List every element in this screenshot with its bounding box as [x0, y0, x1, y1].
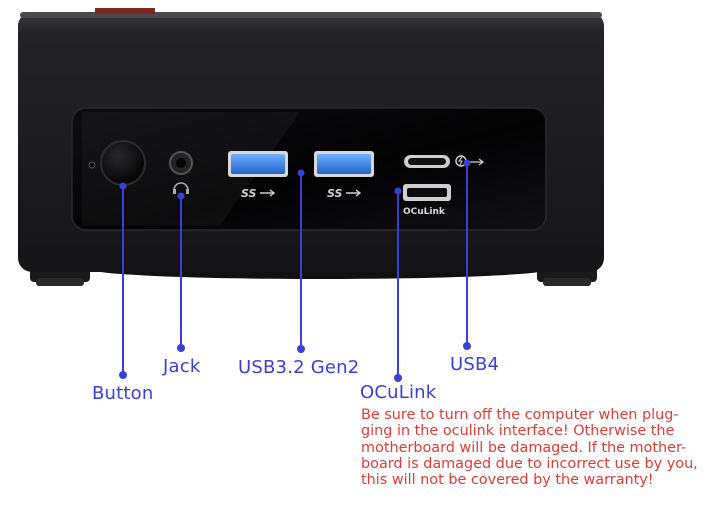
oculink-port-label: OCuLink: [403, 207, 446, 217]
usb-a-port-1[interactable]: SS: [228, 151, 288, 200]
foot-left-pad: [36, 278, 84, 286]
usb32-gen2-label: USB3.2 Gen2: [238, 357, 360, 378]
chassis-top-accent: [95, 8, 155, 14]
callout-dot-jack-bottom: [177, 344, 185, 352]
oculink-label: OCuLink: [360, 382, 437, 403]
warning-line: board is damaged due to incorrect use by…: [361, 455, 698, 472]
audio-jack[interactable]: [169, 151, 193, 194]
callout-dot-usb32-bottom: [297, 345, 305, 353]
usb-a-port-2-tongue: [317, 154, 371, 174]
usb4-label: USB4: [450, 354, 500, 375]
button-label: Button: [92, 383, 154, 404]
usb-symbol-icon-1: [260, 189, 276, 197]
callout-dot-usb4-top: [463, 159, 471, 167]
warning-line: ging in the oculink interface! Otherwise…: [361, 423, 675, 440]
power-led: [88, 161, 96, 169]
usb-symbol-icon-3: [469, 158, 485, 166]
chassis-top-edge: [20, 12, 602, 18]
usb-symbol-icon-2: [346, 189, 362, 197]
oculink-warning: Be sure to turn off the computer when pl…: [361, 407, 721, 488]
warning-line: Be sure to turn off the computer when pl…: [361, 407, 679, 423]
superspeed-logo-2: SS: [327, 187, 343, 200]
callout-dot-oculink-top: [394, 187, 402, 195]
warning-line: motherboard will be damaged. If the moth…: [361, 439, 687, 456]
callout-lines: [119, 159, 471, 382]
oculink-port[interactable]: OCuLink: [403, 184, 451, 217]
headset-icon: [173, 182, 189, 191]
foot-right-pad: [543, 278, 591, 286]
lightning-bolt-icon: [457, 156, 463, 166]
callout-dot-usb4-bottom: [463, 342, 471, 350]
headset-icon-right: [186, 189, 189, 194]
usb4-port[interactable]: [404, 155, 485, 168]
superspeed-logo-1: SS: [241, 187, 257, 200]
callout-dot-oculink-bottom: [394, 374, 402, 382]
headset-icon-left: [173, 189, 176, 194]
callout-dot-usb32-top: [297, 169, 305, 177]
usb-c-port-opening: [408, 158, 446, 165]
power-button-cap[interactable]: [100, 140, 146, 186]
callout-dot-button-top: [119, 182, 127, 190]
usb-a-port-2[interactable]: SS: [314, 151, 374, 200]
power-button[interactable]: [100, 140, 146, 186]
callout-dot-jack-top: [177, 192, 185, 200]
jack-label: Jack: [163, 356, 201, 377]
callout-dot-button-bottom: [119, 371, 127, 379]
warning-line: this will not be covered by the warranty…: [361, 472, 654, 489]
oculink-port-opening: [407, 188, 447, 197]
usb-a-port-1-tongue: [231, 154, 285, 174]
audio-jack-hole: [176, 158, 186, 168]
